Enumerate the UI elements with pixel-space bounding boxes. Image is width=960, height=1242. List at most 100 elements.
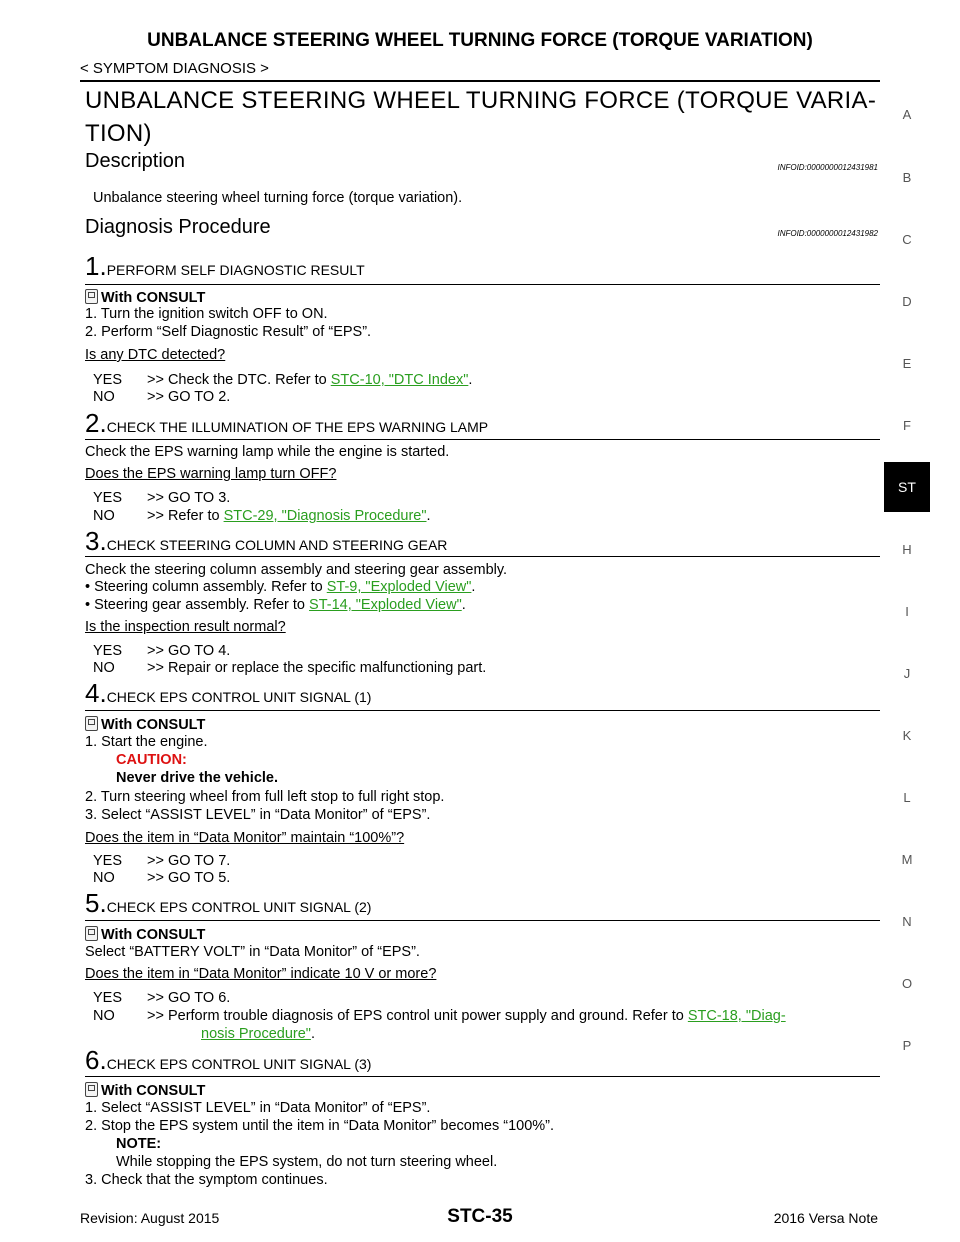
consult-icon (85, 716, 98, 731)
yes-text: >> Check the DTC. Refer to (147, 372, 331, 388)
procedure-infoid: INFOID:0000000012431982 (777, 229, 878, 238)
step-1-no: NO>> GO TO 2. (93, 389, 230, 405)
yes-text: >> GO TO 7. (147, 853, 231, 869)
step-6-line-2: 2. Stop the EPS system until the item in… (85, 1118, 555, 1134)
page-title-line2: TION) (85, 120, 152, 147)
step-1-line-2: 2. Perform “Self Diagnostic Result” of “… (85, 324, 372, 340)
step-2-line-1: Check the EPS warning lamp while the eng… (85, 444, 450, 460)
step-6-line-3: 3. Check that the symptom continues. (85, 1172, 328, 1188)
caution-text: Never drive the vehicle. (116, 770, 278, 786)
description-text: Unbalance steering wheel turning force (… (93, 190, 463, 206)
step-3-question: Is the inspection result normal? (85, 619, 286, 635)
step-4-no: NO>> GO TO 5. (93, 870, 230, 886)
step-rule (85, 284, 880, 285)
yes-label: YES (93, 490, 123, 506)
description-infoid: INFOID:0000000012431981 (777, 163, 878, 172)
yes-label: YES (93, 853, 123, 869)
note-label: NOTE: (116, 1136, 162, 1152)
consult-icon (85, 289, 98, 304)
step-3-bullet-1: • Steering column assembly. Refer to ST-… (85, 579, 476, 595)
side-index-o[interactable]: O (901, 976, 913, 991)
consult-label: With CONSULT (85, 926, 205, 943)
procedure-heading: Diagnosis Procedure (85, 216, 271, 238)
step-4-line-2: 2. Turn steering wheel from full left st… (85, 789, 445, 805)
step-title: CHECK EPS CONTROL UNIT SIGNAL (1) (106, 689, 372, 705)
step-rule (85, 439, 880, 440)
link-stc-18-cont[interactable]: nosis Procedure" (201, 1026, 311, 1042)
side-index-k[interactable]: K (902, 728, 912, 743)
step-3-heading: 3.CHECK STEERING COLUMN AND STEERING GEA… (85, 526, 447, 557)
no-text: >> Refer to (147, 508, 224, 524)
step-1-question: Is any DTC detected? (85, 347, 226, 363)
step-6-heading: 6.CHECK EPS CONTROL UNIT SIGNAL (3) (85, 1045, 371, 1076)
yes-label: YES (93, 990, 123, 1006)
side-index-l[interactable]: L (903, 790, 911, 805)
step-3-bullet-2: • Steering gear assembly. Refer to ST-14… (85, 597, 466, 613)
breadcrumb: < SYMPTOM DIAGNOSIS > (80, 60, 269, 77)
header-rule (80, 80, 880, 82)
no-text: >> Repair or replace the specific malfun… (147, 660, 487, 676)
step-4-question: Does the item in “Data Monitor” maintain… (85, 830, 405, 846)
step-number: 1. (85, 251, 107, 281)
consult-label: With CONSULT (85, 289, 205, 306)
no-label: NO (93, 1008, 115, 1024)
step-number: 6. (85, 1045, 107, 1075)
no-label: NO (93, 508, 115, 524)
step-rule (85, 710, 880, 711)
yes-label: YES (93, 372, 123, 388)
note-text: While stopping the EPS system, do not tu… (116, 1154, 498, 1170)
consult-label: With CONSULT (85, 1082, 205, 1099)
step-4-yes: YES >> GO TO 7. (93, 853, 230, 869)
step-2-yes: YES >> GO TO 3. (93, 490, 230, 506)
consult-text: With CONSULT (101, 1083, 206, 1099)
step-1-line-1: 1. Turn the ignition switch OFF to ON. (85, 306, 328, 322)
side-index-i[interactable]: I (905, 604, 909, 619)
side-index-j[interactable]: J (903, 666, 911, 681)
step-2-heading: 2.CHECK THE ILLUMINATION OF THE EPS WARN… (85, 408, 488, 439)
footer-revision: Revision: August 2015 (80, 1210, 220, 1226)
page-title-line1: UNBALANCE STEERING WHEEL TURNING FORCE (… (85, 87, 877, 114)
description-heading: Description (85, 150, 186, 172)
step-2-question: Does the EPS warning lamp turn OFF? (85, 466, 337, 482)
no-label: NO (93, 870, 115, 886)
step-rule (85, 920, 880, 921)
no-label: NO (93, 660, 115, 676)
step-title: CHECK EPS CONTROL UNIT SIGNAL (3) (106, 1056, 372, 1072)
link-st-14[interactable]: ST-14, "Exploded View" (309, 597, 462, 613)
step-4-line-1: 1. Start the engine. (85, 734, 208, 750)
side-index-b[interactable]: B (902, 170, 912, 185)
link-stc-29[interactable]: STC-29, "Diagnosis Procedure" (223, 508, 427, 524)
side-index-n[interactable]: N (902, 914, 912, 929)
step-3-no: NO >> Repair or replace the specific malf… (93, 660, 486, 676)
side-tab-current[interactable]: ST (884, 462, 930, 512)
step-title: PERFORM SELF DIAGNOSTIC RESULT (106, 262, 365, 278)
side-index-h[interactable]: H (902, 542, 912, 557)
step-1-yes: YES >> Check the DTC. Refer to STC-10, "D… (93, 372, 473, 388)
running-header-title: UNBALANCE STEERING WHEEL TURNING FORCE (… (147, 30, 813, 51)
step-title: CHECK STEERING COLUMN AND STEERING GEAR (106, 537, 448, 553)
step-2-no: NO >> Refer to STC-29, "Diagnosis Procedu… (93, 508, 431, 524)
side-index-m[interactable]: M (901, 852, 913, 867)
side-index-a[interactable]: A (902, 107, 912, 122)
side-index-c[interactable]: C (902, 232, 912, 247)
step-5-line-1: Select “BATTERY VOLT” in “Data Monitor” … (85, 944, 420, 960)
step-3-line-1: Check the steering column assembly and s… (85, 562, 508, 578)
caution-label: CAUTION: (116, 752, 187, 768)
side-index-p[interactable]: P (902, 1038, 912, 1053)
step-number: 3. (85, 526, 107, 556)
consult-label: With CONSULT (85, 716, 205, 733)
yes-text: >> GO TO 3. (147, 490, 231, 506)
step-rule (85, 1076, 880, 1077)
link-stc-10[interactable]: STC-10, "DTC Index" (330, 372, 469, 388)
step-4-line-3: 3. Select “ASSIST LEVEL” in “Data Monito… (85, 807, 431, 823)
side-index-d[interactable]: D (902, 294, 912, 309)
step-5-question: Does the item in “Data Monitor” indicate… (85, 966, 437, 982)
side-index-f[interactable]: F (903, 418, 911, 433)
link-st-9[interactable]: ST-9, "Exploded View" (326, 579, 472, 595)
step-number: 5. (85, 888, 107, 918)
side-index-e[interactable]: E (902, 356, 912, 371)
link-stc-18[interactable]: STC-18, "Diag- (687, 1008, 786, 1024)
step-title: CHECK THE ILLUMINATION OF THE EPS WARNIN… (106, 419, 489, 435)
step-title: CHECK EPS CONTROL UNIT SIGNAL (2) (106, 899, 372, 915)
bullet-text: • Steering gear assembly. Refer to (85, 597, 310, 613)
